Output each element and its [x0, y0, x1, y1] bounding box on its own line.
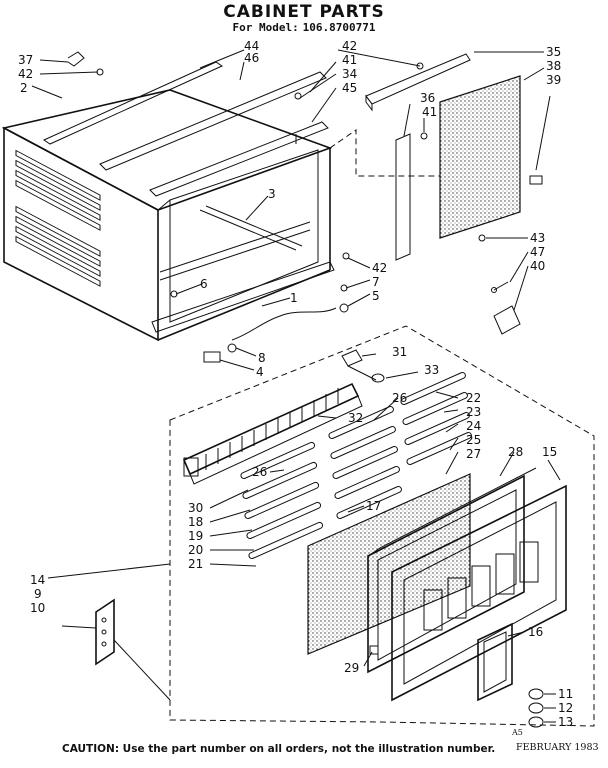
front-panel-15: [391, 484, 567, 702]
front-grille-28: [367, 467, 537, 674]
cabinet-shell: [1, 89, 335, 342]
callout-12: 12: [558, 701, 573, 715]
callout-15: 15: [542, 445, 557, 459]
clip-29: [369, 645, 379, 655]
callout-26b: 26: [252, 465, 267, 479]
caution-note: CAUTION: Use the part number on all orde…: [62, 743, 496, 755]
leader-lines-upper: [31, 49, 551, 371]
clip-39: [529, 175, 543, 185]
callout-37: 37: [18, 53, 33, 67]
callout-labels: 37 42 2 44 46 42 41 34 45 35 38 39 36 41…: [18, 39, 573, 729]
callout-32: 32: [348, 411, 363, 425]
callout-26a: 26: [392, 391, 407, 405]
callout-47: 47: [530, 245, 545, 259]
callout-24: 24: [466, 419, 481, 433]
callout-33: 33: [424, 363, 439, 377]
callout-1: 1: [290, 291, 298, 305]
clip-33: [371, 373, 385, 383]
callout-46: 46: [244, 51, 259, 65]
power-cord: [170, 92, 350, 363]
callout-41: 41: [342, 53, 357, 67]
callout-35: 35: [546, 45, 561, 59]
model-number: 106.8700771: [302, 21, 376, 34]
callout-19: 19: [188, 529, 203, 543]
callout-8: 8: [258, 351, 266, 365]
callout-30: 30: [188, 501, 203, 515]
callout-36: 36: [420, 91, 435, 105]
callout-21: 21: [188, 557, 203, 571]
callout-3: 3: [268, 187, 276, 201]
callout-11: 11: [558, 687, 573, 701]
callout-43: 43: [530, 231, 545, 245]
leader-lines-lower: [47, 353, 561, 723]
callout-31: 31: [392, 345, 407, 359]
access-door-16: [477, 622, 513, 702]
callout-6: 6: [200, 277, 208, 291]
callout-42b: 42: [342, 39, 357, 53]
callout-13: 13: [558, 715, 573, 729]
diagram-title: CABINET PARTS: [223, 2, 385, 22]
bracket-31: [341, 349, 377, 381]
callout-38: 38: [546, 59, 561, 73]
callout-23: 23: [466, 405, 481, 419]
revision-code: A5: [512, 728, 523, 737]
callout-29: 29: [344, 661, 359, 675]
foam-panel-38: [439, 75, 521, 239]
callout-22: 22: [466, 391, 481, 405]
callout-44: 44: [244, 39, 259, 53]
callout-18: 18: [188, 515, 203, 529]
callout-5: 5: [372, 289, 380, 303]
callout-27: 27: [466, 447, 481, 461]
callout-39: 39: [546, 73, 561, 87]
callout-34: 34: [342, 67, 357, 81]
callout-4: 4: [256, 365, 264, 379]
side-bracket-36: [395, 132, 428, 261]
control-panel-32: [182, 382, 363, 485]
callout-9: 9: [34, 587, 42, 601]
air-filter-27: [307, 473, 471, 655]
callout-10: 10: [30, 601, 45, 615]
chassis-outline: [169, 325, 595, 727]
callout-2: 2: [20, 81, 28, 95]
model-prefix: For Model:: [232, 21, 299, 34]
cabinet-louvers: [15, 149, 101, 287]
callout-16: 16: [528, 625, 543, 639]
revision-date: FEBRUARY 1983: [516, 742, 599, 753]
callout-28: 28: [508, 445, 523, 459]
callout-42c: 42: [372, 261, 387, 275]
control-knobs: [528, 688, 544, 728]
callout-14: 14: [30, 573, 45, 587]
callout-17: 17: [366, 499, 381, 513]
side-plate-14: [61, 598, 115, 666]
louver-vanes: [240, 371, 472, 560]
screws-right: [478, 234, 521, 335]
callout-42: 42: [18, 67, 33, 81]
callout-7: 7: [372, 275, 380, 289]
callout-40: 40: [530, 259, 545, 273]
callout-41b: 41: [422, 105, 437, 119]
callout-45: 45: [342, 81, 357, 95]
callout-20: 20: [188, 543, 203, 557]
top-rails: [42, 61, 329, 197]
callout-25: 25: [466, 433, 481, 447]
top-rail-35: [365, 53, 471, 112]
model-line: For Model: 106.8700771: [0, 21, 608, 34]
